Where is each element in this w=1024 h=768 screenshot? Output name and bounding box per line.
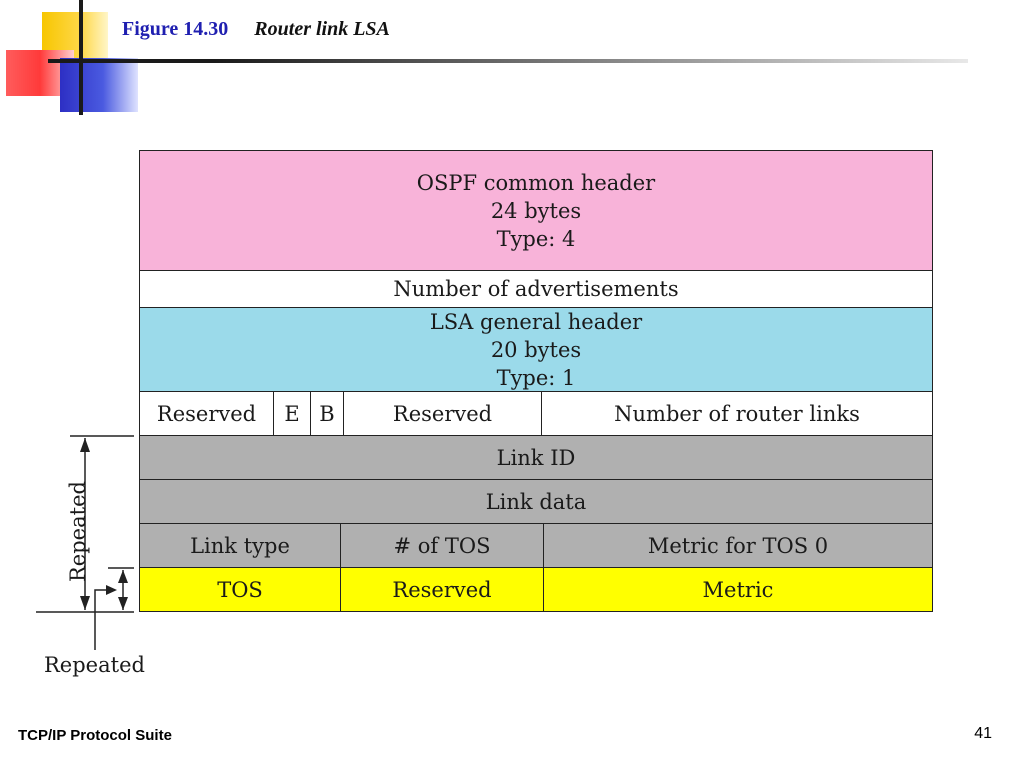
repeat-annotation-lines	[36, 435, 134, 650]
outer-down-arrowhead	[80, 596, 90, 610]
num-router-links-field: Number of router links	[542, 392, 932, 435]
lsa-header-size: 20 bytes	[490, 337, 582, 362]
link-data-row: Link data	[139, 480, 933, 524]
link-id-row: Link ID	[139, 436, 933, 480]
corner-vertical-rule	[79, 0, 83, 115]
metric-tos0-field: Metric for TOS 0	[544, 524, 932, 567]
e-flag-field: E	[274, 392, 311, 435]
page-number: 41	[974, 725, 992, 742]
tos-field: TOS	[140, 568, 341, 611]
figure-label: Figure 14.30	[122, 18, 229, 40]
num-advertisements-row: Number of advertisements	[139, 271, 933, 308]
outer-repeated-label: Repeated	[66, 481, 90, 582]
title-underline-rule	[48, 59, 968, 63]
lsa-header-label: LSA general header	[429, 309, 643, 334]
inner-up-arrowhead	[118, 570, 128, 583]
num-tos-field: # of TOS	[341, 524, 544, 567]
num-advertisements-field: Number of advertisements	[140, 271, 932, 307]
figure-caption: Router link LSA	[254, 18, 390, 40]
corner-decoration-blue	[60, 58, 138, 112]
tos-row: TOS Reserved Metric	[139, 568, 933, 612]
link-data-field: Link data	[140, 480, 932, 523]
link-type-row: Link type # of TOS Metric for TOS 0	[139, 524, 933, 568]
tos-reserved-field: Reserved	[341, 568, 544, 611]
outer-up-arrowhead	[80, 438, 90, 452]
reserved-field-1: Reserved	[140, 392, 274, 435]
footer-title: TCP/IP Protocol Suite	[18, 727, 172, 744]
ospf-header-type: Type: 4	[496, 226, 576, 251]
tos-metric-field: Metric	[544, 568, 932, 611]
flags-row: Reserved E B Reserved Number of router l…	[139, 392, 933, 436]
inner-down-arrowhead	[118, 597, 128, 610]
reserved-field-2: Reserved	[344, 392, 542, 435]
inner-repeated-label: Repeated	[44, 653, 145, 677]
b-flag-field: B	[311, 392, 344, 435]
link-id-field: Link ID	[140, 436, 932, 479]
ospf-header-size: 24 bytes	[490, 198, 582, 223]
link-type-field: Link type	[140, 524, 341, 567]
inner-label-pointer	[94, 589, 115, 650]
inner-pointer-arrowhead	[106, 585, 117, 595]
slide-title: Figure 14.30 Router link LSA	[122, 18, 390, 41]
lsa-header-type: Type: 1	[496, 365, 576, 390]
ospf-header-label: OSPF common header	[416, 170, 656, 195]
